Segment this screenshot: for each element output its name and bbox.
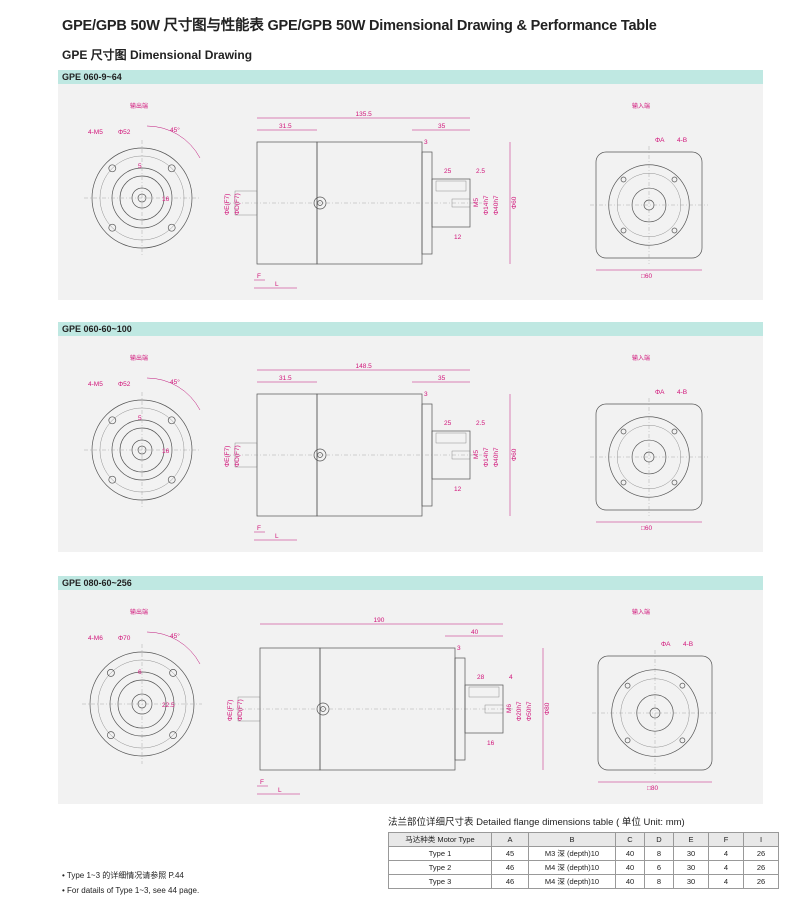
- section-bar-1: GPE 060-9~64: [58, 70, 763, 84]
- table-cell: 40: [615, 860, 645, 875]
- table-cell: 40: [615, 846, 645, 861]
- table-cell: Type 1: [388, 846, 492, 861]
- table-cell: 30: [673, 846, 709, 861]
- drawing-panel-1: [58, 84, 763, 300]
- table-header-cell: E: [673, 832, 709, 847]
- table-cell: M4 深 (depth)10: [528, 860, 616, 875]
- table-header-cell: B: [528, 832, 616, 847]
- table-header-cell: F: [708, 832, 744, 847]
- table-header-cell: A: [491, 832, 529, 847]
- table-cell: 46: [491, 860, 529, 875]
- table-cell: 4: [708, 860, 744, 875]
- table-cell: 30: [673, 874, 709, 889]
- table-cell: 8: [644, 874, 674, 889]
- table-cell: 45: [491, 846, 529, 861]
- note-1: • Type 1~3 的详细情况请参照 P.44: [62, 871, 184, 880]
- table-cell: 26: [743, 860, 779, 875]
- section-bar-3: GPE 080-60~256: [58, 576, 763, 590]
- table-header-cell: C: [615, 832, 645, 847]
- note-2: • For datails of Type 1~3, see 44 page.: [62, 886, 200, 895]
- table-header-cell: I: [743, 832, 779, 847]
- table-cell: 4: [708, 846, 744, 861]
- table-cell: M3 深 (depth)10: [528, 846, 616, 861]
- table-cell: 8: [644, 846, 674, 861]
- table-cell: 46: [491, 874, 529, 889]
- table-cell: Type 3: [388, 874, 492, 889]
- table-cell: 30: [673, 860, 709, 875]
- table-header-cell: D: [644, 832, 674, 847]
- page-title: GPE/GPB 50W 尺寸图与性能表 GPE/GPB 50W Dimensio…: [62, 18, 657, 34]
- table-cell: 26: [743, 846, 779, 861]
- table-cell: 4: [708, 874, 744, 889]
- table-cell: M4 深 (depth)10: [528, 874, 616, 889]
- table-cell: 26: [743, 874, 779, 889]
- table-cell: 40: [615, 874, 645, 889]
- drawing-panel-2: [58, 336, 763, 552]
- section-subtitle: GPE 尺寸图 Dimensional Drawing: [62, 48, 253, 62]
- table-cell: 6: [644, 860, 674, 875]
- table-header-cell: 马达种类 Motor Type: [388, 832, 492, 847]
- drawing-panel-3: [58, 590, 763, 804]
- section-bar-2: GPE 060-60~100: [58, 322, 763, 336]
- table-caption: 法兰部位详细尺寸表 Detailed flange dimensions tab…: [388, 817, 685, 828]
- table-cell: Type 2: [388, 860, 492, 875]
